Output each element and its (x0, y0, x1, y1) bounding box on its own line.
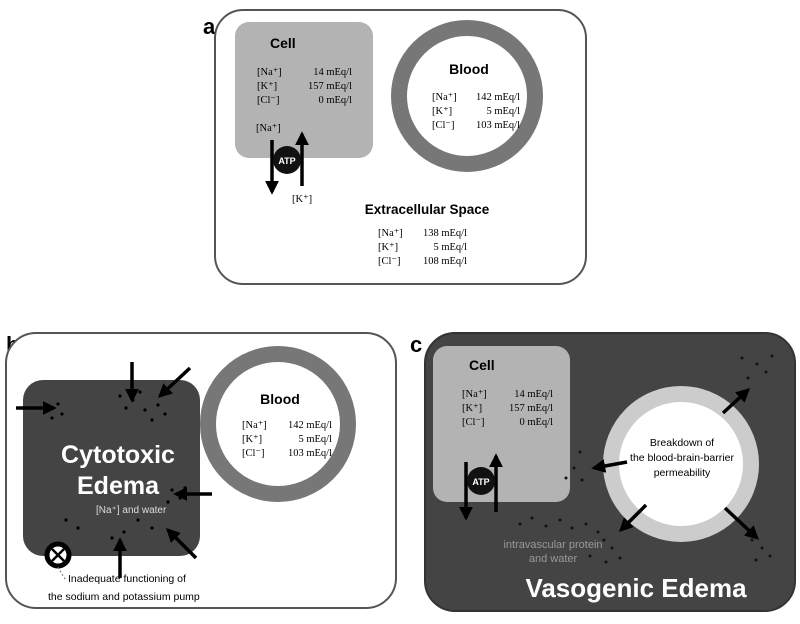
ecs-ion-na: [Na⁺] (378, 228, 403, 239)
dots-c (518, 354, 774, 564)
cell-box (235, 22, 373, 158)
panel-c: c Cell [Na⁺] 14 mEq/l [K⁺] 157 mEq/l [Cl… (410, 332, 796, 612)
blood-b-ion-cl: [Cl⁻] (242, 448, 264, 459)
cytotoxic-title-2: Edema (77, 472, 160, 500)
atp-pump-c (467, 467, 495, 495)
cell-c-ion-k: [K⁺] (462, 403, 482, 414)
ecs-value-k: 5 mEq/l (433, 242, 467, 253)
blood-b-ion-na: [Na⁺] (242, 420, 267, 431)
cell-c-title: Cell (469, 357, 495, 373)
cell-c-value-k: 157 mEq/l (509, 403, 553, 414)
pump-k-label: [K⁺] (292, 194, 312, 205)
leak-line-1: intravascular protein (503, 539, 602, 551)
blood-value-k: 5 mEq/l (486, 106, 520, 117)
blood-ion-na: [Na⁺] (432, 92, 457, 103)
blood-b-value-cl: 103 mEq/l (288, 448, 332, 459)
cell-c-ion-cl: [Cl⁻] (462, 417, 484, 428)
atp-label: ATP (278, 156, 295, 166)
cell-ion-cl: [Cl⁻] (257, 95, 279, 106)
blood-value-na: 142 mEq/l (476, 92, 520, 103)
pump-na-label: [Na⁺] (256, 123, 281, 134)
pump-note-leader (57, 566, 67, 581)
cell-value-cl: 0 mEq/l (318, 95, 352, 106)
influx-arrows (16, 362, 212, 578)
blood-title-b: Blood (260, 391, 300, 407)
blood-b-ion-k: [K⁺] (242, 434, 262, 445)
cell-value-na: 14 mEq/l (313, 67, 352, 78)
breakdown-line-3: permeability (654, 467, 711, 479)
atp-pump (273, 146, 301, 174)
na-water-label: [Na⁺] and water (96, 505, 167, 516)
blood-ion-k: [K⁺] (432, 106, 452, 117)
panel-a: a Cell [Na⁺] 14 mEq/l [K⁺] 157 mEq/l [Cl… (203, 9, 587, 285)
vasogenic-title: Vasogenic Edema (525, 573, 747, 603)
cell-ion-na: [Na⁺] (257, 67, 282, 78)
cell-c-ion-na: [Na⁺] (462, 389, 487, 400)
breakdown-line-1: Breakdown of (650, 437, 714, 449)
cell-ion-k: [K⁺] (257, 81, 277, 92)
cytotoxic-title-1: Cytotoxic (61, 441, 175, 469)
blood-vessel-b (200, 346, 356, 502)
swollen-cell (23, 380, 200, 556)
cell-title: Cell (270, 35, 296, 51)
cell-c-value-cl: 0 mEq/l (519, 417, 553, 428)
panel-c-letter: c (410, 332, 422, 357)
panel-b: b Cytotoxic Edema [Na⁺] and water Ina (5, 332, 397, 609)
ecs-ion-cl: [Cl⁻] (378, 256, 400, 267)
blood-title: Blood (449, 61, 489, 77)
cell-value-k: 157 mEq/l (308, 81, 352, 92)
leak-line-2: and water (529, 553, 578, 565)
blood-value-cl: 103 mEq/l (476, 120, 520, 131)
pump-note-1: Inadequate functioning of (68, 573, 186, 585)
blood-ion-cl: [Cl⁻] (432, 120, 454, 131)
blood-b-value-na: 142 mEq/l (288, 420, 332, 431)
ecs-value-na: 138 mEq/l (423, 228, 467, 239)
cell-c-value-na: 14 mEq/l (514, 389, 553, 400)
breakdown-line-2: the blood-brain-barrier (630, 452, 734, 464)
atp-label-c: ATP (472, 477, 489, 487)
efflux-arrows (591, 388, 760, 540)
pump-note-2: the sodium and potassium pump (48, 591, 200, 603)
blood-b-value-k: 5 mEq/l (298, 434, 332, 445)
extracellular-title: Extracellular Space (365, 202, 490, 217)
ecs-value-cl: 108 mEq/l (423, 256, 467, 267)
blood-vessel (391, 20, 543, 172)
panel-a-letter: a (203, 14, 216, 39)
ecs-ion-k: [K⁺] (378, 242, 398, 253)
